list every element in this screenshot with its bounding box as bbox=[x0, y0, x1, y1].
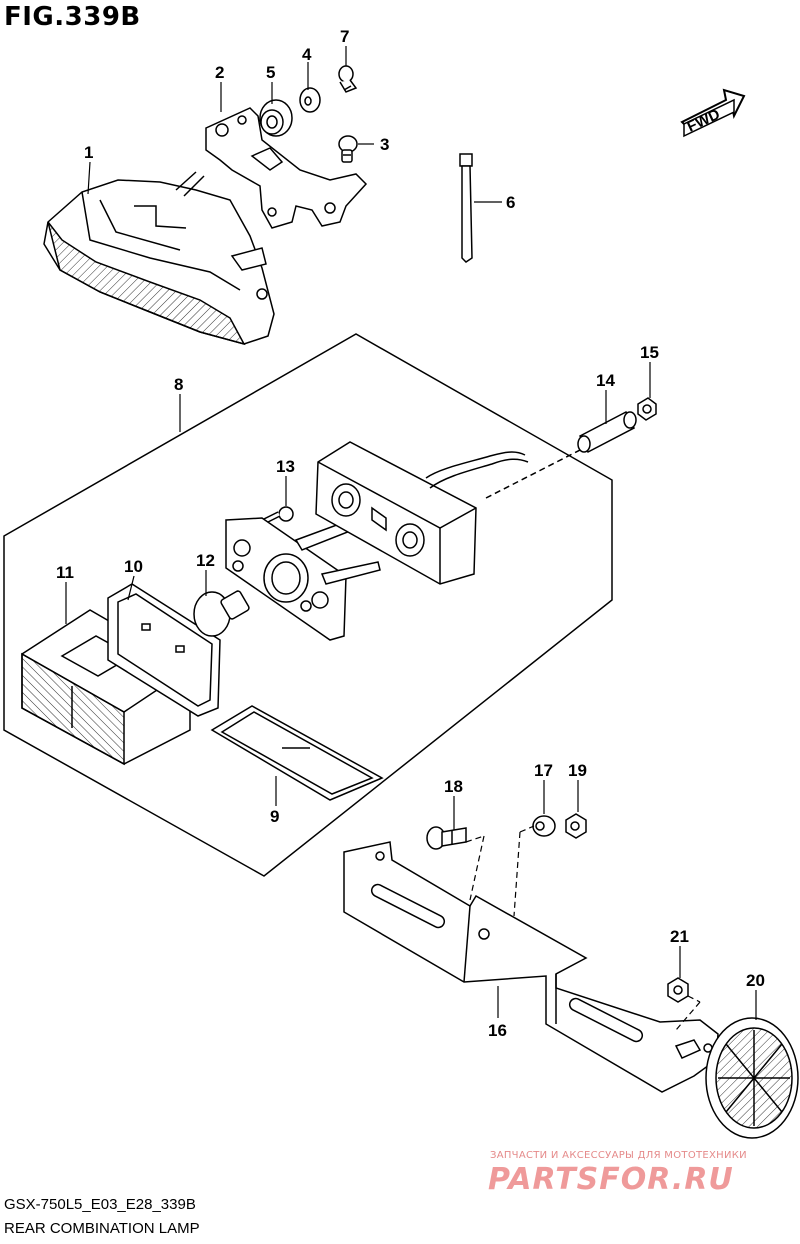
screw-3 bbox=[338, 135, 358, 163]
washer-4 bbox=[299, 87, 321, 113]
callout-2: 2 bbox=[215, 63, 224, 82]
figure-title: FIG.339B bbox=[4, 2, 141, 32]
callout-13: 13 bbox=[276, 457, 295, 476]
callout-21: 21 bbox=[670, 927, 689, 946]
callout-20: 20 bbox=[746, 971, 765, 990]
gasket bbox=[107, 583, 221, 717]
bulb bbox=[193, 590, 250, 637]
callout-12: 12 bbox=[196, 551, 215, 570]
reflector-bracket bbox=[343, 841, 719, 1093]
callout-6: 6 bbox=[506, 193, 515, 212]
diagram-code: GSX-750L5_E03_E28_339B bbox=[4, 1196, 196, 1213]
callout-11: 11 bbox=[56, 563, 74, 582]
diagram-caption: REAR COMBINATION LAMP bbox=[4, 1220, 200, 1237]
fwd-arrow-icon: FWD bbox=[680, 88, 746, 138]
grommet bbox=[259, 99, 293, 137]
callout-14: 14 bbox=[596, 371, 615, 390]
callout-8: 8 bbox=[174, 375, 183, 394]
screw-18 bbox=[426, 826, 467, 850]
callout-3: 3 bbox=[380, 135, 389, 154]
reflector bbox=[705, 1017, 799, 1139]
tail-lamp-assembly bbox=[43, 171, 275, 346]
nut-15 bbox=[637, 397, 657, 421]
callout-4: 4 bbox=[302, 45, 312, 64]
callout-19: 19 bbox=[568, 761, 587, 780]
watermark-logo: PARTSFOR.RU bbox=[488, 1162, 734, 1197]
callout-16: 16 bbox=[488, 1021, 507, 1040]
watermark-tagline: ЗАПЧАСТИ И АКСЕССУАРЫ ДЛЯ МОТОТЕХНИКИ bbox=[490, 1150, 747, 1161]
lamp-bracket bbox=[205, 107, 368, 229]
nut-21 bbox=[667, 977, 689, 1003]
license-lamp-housing bbox=[315, 441, 585, 585]
callout-5: 5 bbox=[266, 63, 275, 82]
subassembly-boundary bbox=[3, 333, 613, 877]
spacer-tube bbox=[577, 410, 637, 454]
callout-9: 9 bbox=[270, 807, 279, 826]
dashed-assembly-lines bbox=[465, 825, 701, 1031]
callout-18: 18 bbox=[444, 777, 463, 796]
washer-17 bbox=[532, 815, 556, 837]
callout-17: 17 bbox=[534, 761, 553, 780]
screw-7 bbox=[338, 65, 358, 93]
callout-15: 15 bbox=[640, 343, 659, 362]
nut-19 bbox=[565, 813, 587, 839]
cable-tie bbox=[459, 153, 473, 263]
callout-7: 7 bbox=[340, 27, 349, 46]
callout-10: 10 bbox=[124, 557, 143, 576]
leader-lines bbox=[65, 46, 757, 1020]
lens-cover bbox=[210, 705, 384, 801]
callout-1: 1 bbox=[84, 143, 93, 162]
